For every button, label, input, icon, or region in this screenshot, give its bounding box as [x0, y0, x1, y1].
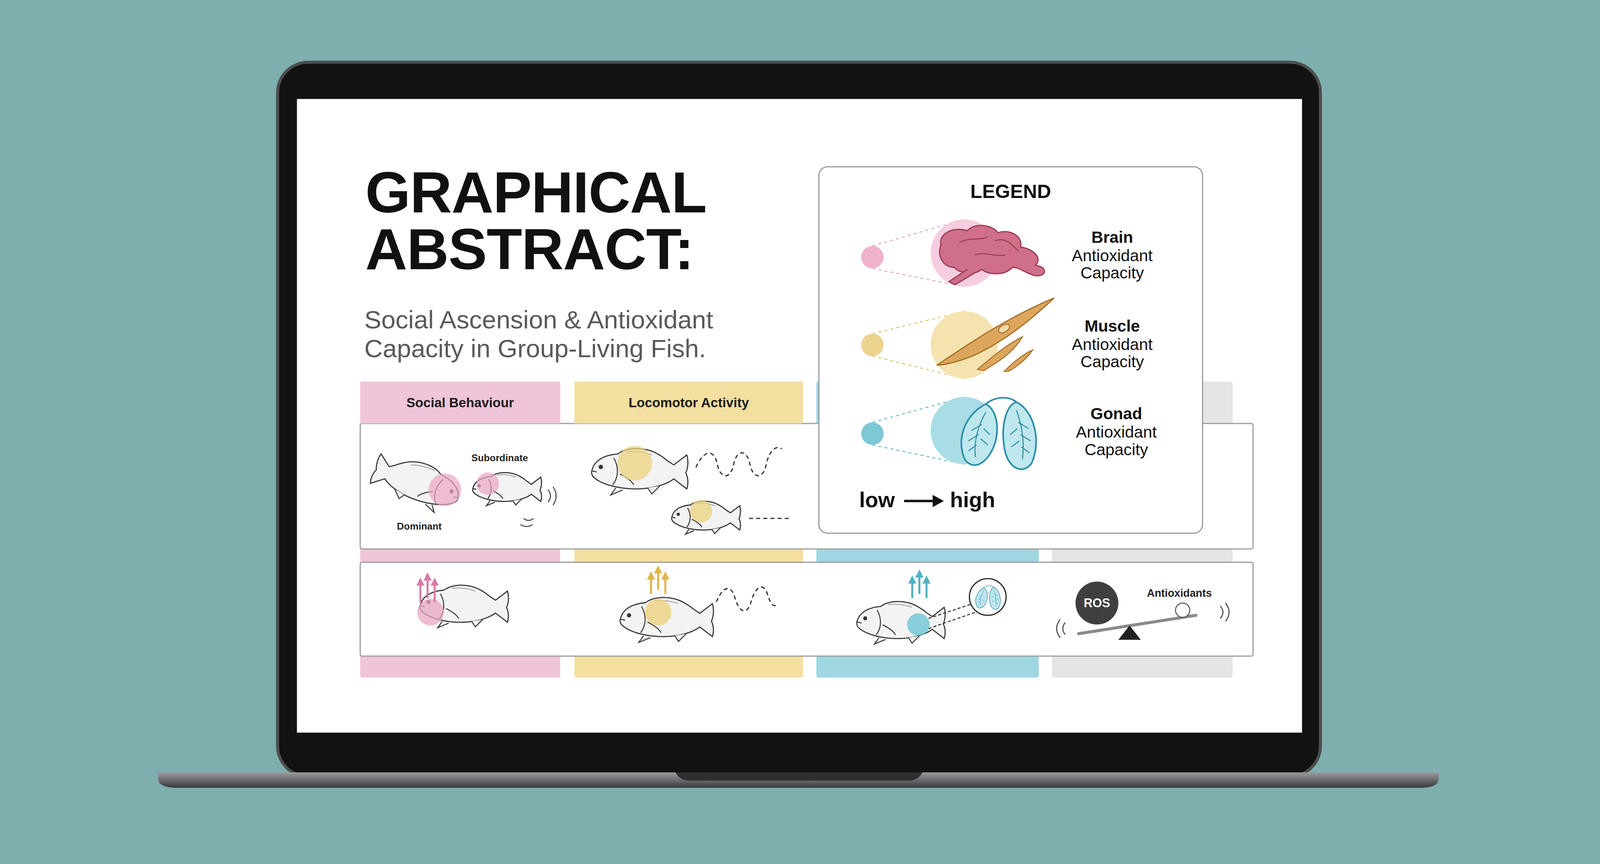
increase-arrow — [419, 581, 422, 602]
antioxidant-ball — [1175, 603, 1190, 618]
scale-label: low — [859, 487, 895, 513]
brain-highlight — [428, 473, 462, 507]
main-title: GRAPHICAL ABSTRACT: — [365, 163, 774, 279]
swim-path — [748, 517, 789, 519]
gonad-icon — [975, 585, 1001, 610]
motion-marks — [1220, 603, 1230, 622]
fish-label: Subordinate — [471, 453, 528, 465]
increase-arrow — [918, 573, 921, 594]
legend-entry: Gonad Antioxidant Capacity — [1065, 405, 1168, 460]
node-text: Locomotor Activity — [628, 394, 749, 410]
legend-ground — [818, 166, 1204, 534]
laptop-base — [158, 772, 1439, 788]
result-fish — [620, 597, 714, 643]
laptop-bezel — [277, 62, 1321, 777]
brain-folds — [959, 236, 1019, 256]
swim-path — [716, 587, 778, 612]
increase-arrow — [925, 579, 928, 598]
swim-path — [696, 447, 782, 476]
brain-stem — [948, 269, 976, 285]
bottom-panel — [360, 562, 1254, 657]
seesaw-fulcrum — [1118, 625, 1141, 640]
scale-label: high — [950, 487, 996, 513]
legend-text: Gonad Antioxidant Capacity — [1071, 405, 1162, 460]
muscle-cell — [1004, 350, 1033, 372]
subtitle: Social Ascension & Antioxidant Capacity … — [364, 305, 804, 363]
zoom-circle — [969, 578, 1006, 616]
laptop-screen — [296, 98, 1302, 733]
node-text: LEGEND — [970, 180, 1052, 204]
brain-highlight — [617, 446, 652, 481]
scale-arrow-line — [904, 499, 935, 502]
muscle-nucleus — [996, 322, 1011, 335]
legend-text: Brain Antioxidant Capacity — [1067, 228, 1157, 283]
legend-entry: Muscle Antioxidant Capacity — [1061, 317, 1164, 372]
gonad-highlight — [907, 613, 930, 636]
increase-arrow — [664, 575, 667, 594]
node-text: ROS — [1083, 596, 1110, 611]
gonad-icon — [961, 397, 1036, 470]
brain-highlight — [417, 598, 444, 626]
fish-label: Dominant — [396, 521, 442, 533]
motion-marks — [548, 486, 556, 506]
ros-circle: ROS — [1075, 581, 1119, 625]
column-header: Social Behaviour — [360, 381, 561, 424]
legend-text: Muscle Antioxidant Capacity — [1067, 317, 1157, 372]
column-header: Locomotor Activity — [574, 381, 803, 424]
increase-arrow — [650, 575, 652, 594]
scale-arrow-head — [932, 494, 944, 508]
seesaw-label: Antioxidants — [1146, 586, 1212, 600]
increase-arrow — [433, 581, 436, 602]
legend-small-circle — [861, 333, 884, 356]
zoom-leader — [928, 612, 976, 629]
increase-arrow — [426, 576, 429, 598]
motion-marks — [1056, 619, 1066, 638]
laptop-notch — [675, 772, 923, 781]
legend-entry: Brain Antioxidant Capacity — [1061, 228, 1164, 283]
motion-marks — [520, 518, 534, 527]
subordinate-fish — [472, 472, 542, 506]
brain-highlight — [689, 500, 712, 523]
increase-arrow — [911, 579, 914, 598]
increase-arrow — [657, 569, 660, 590]
result-fish — [856, 601, 946, 645]
legend-small-circle — [861, 422, 884, 445]
node-text: Social Behaviour — [406, 394, 514, 410]
dominant-fish — [367, 448, 466, 519]
brain-highlight — [644, 598, 672, 626]
brain-highlight — [476, 472, 499, 495]
legend-small-circle — [861, 246, 884, 269]
brain-icon — [939, 225, 1045, 276]
